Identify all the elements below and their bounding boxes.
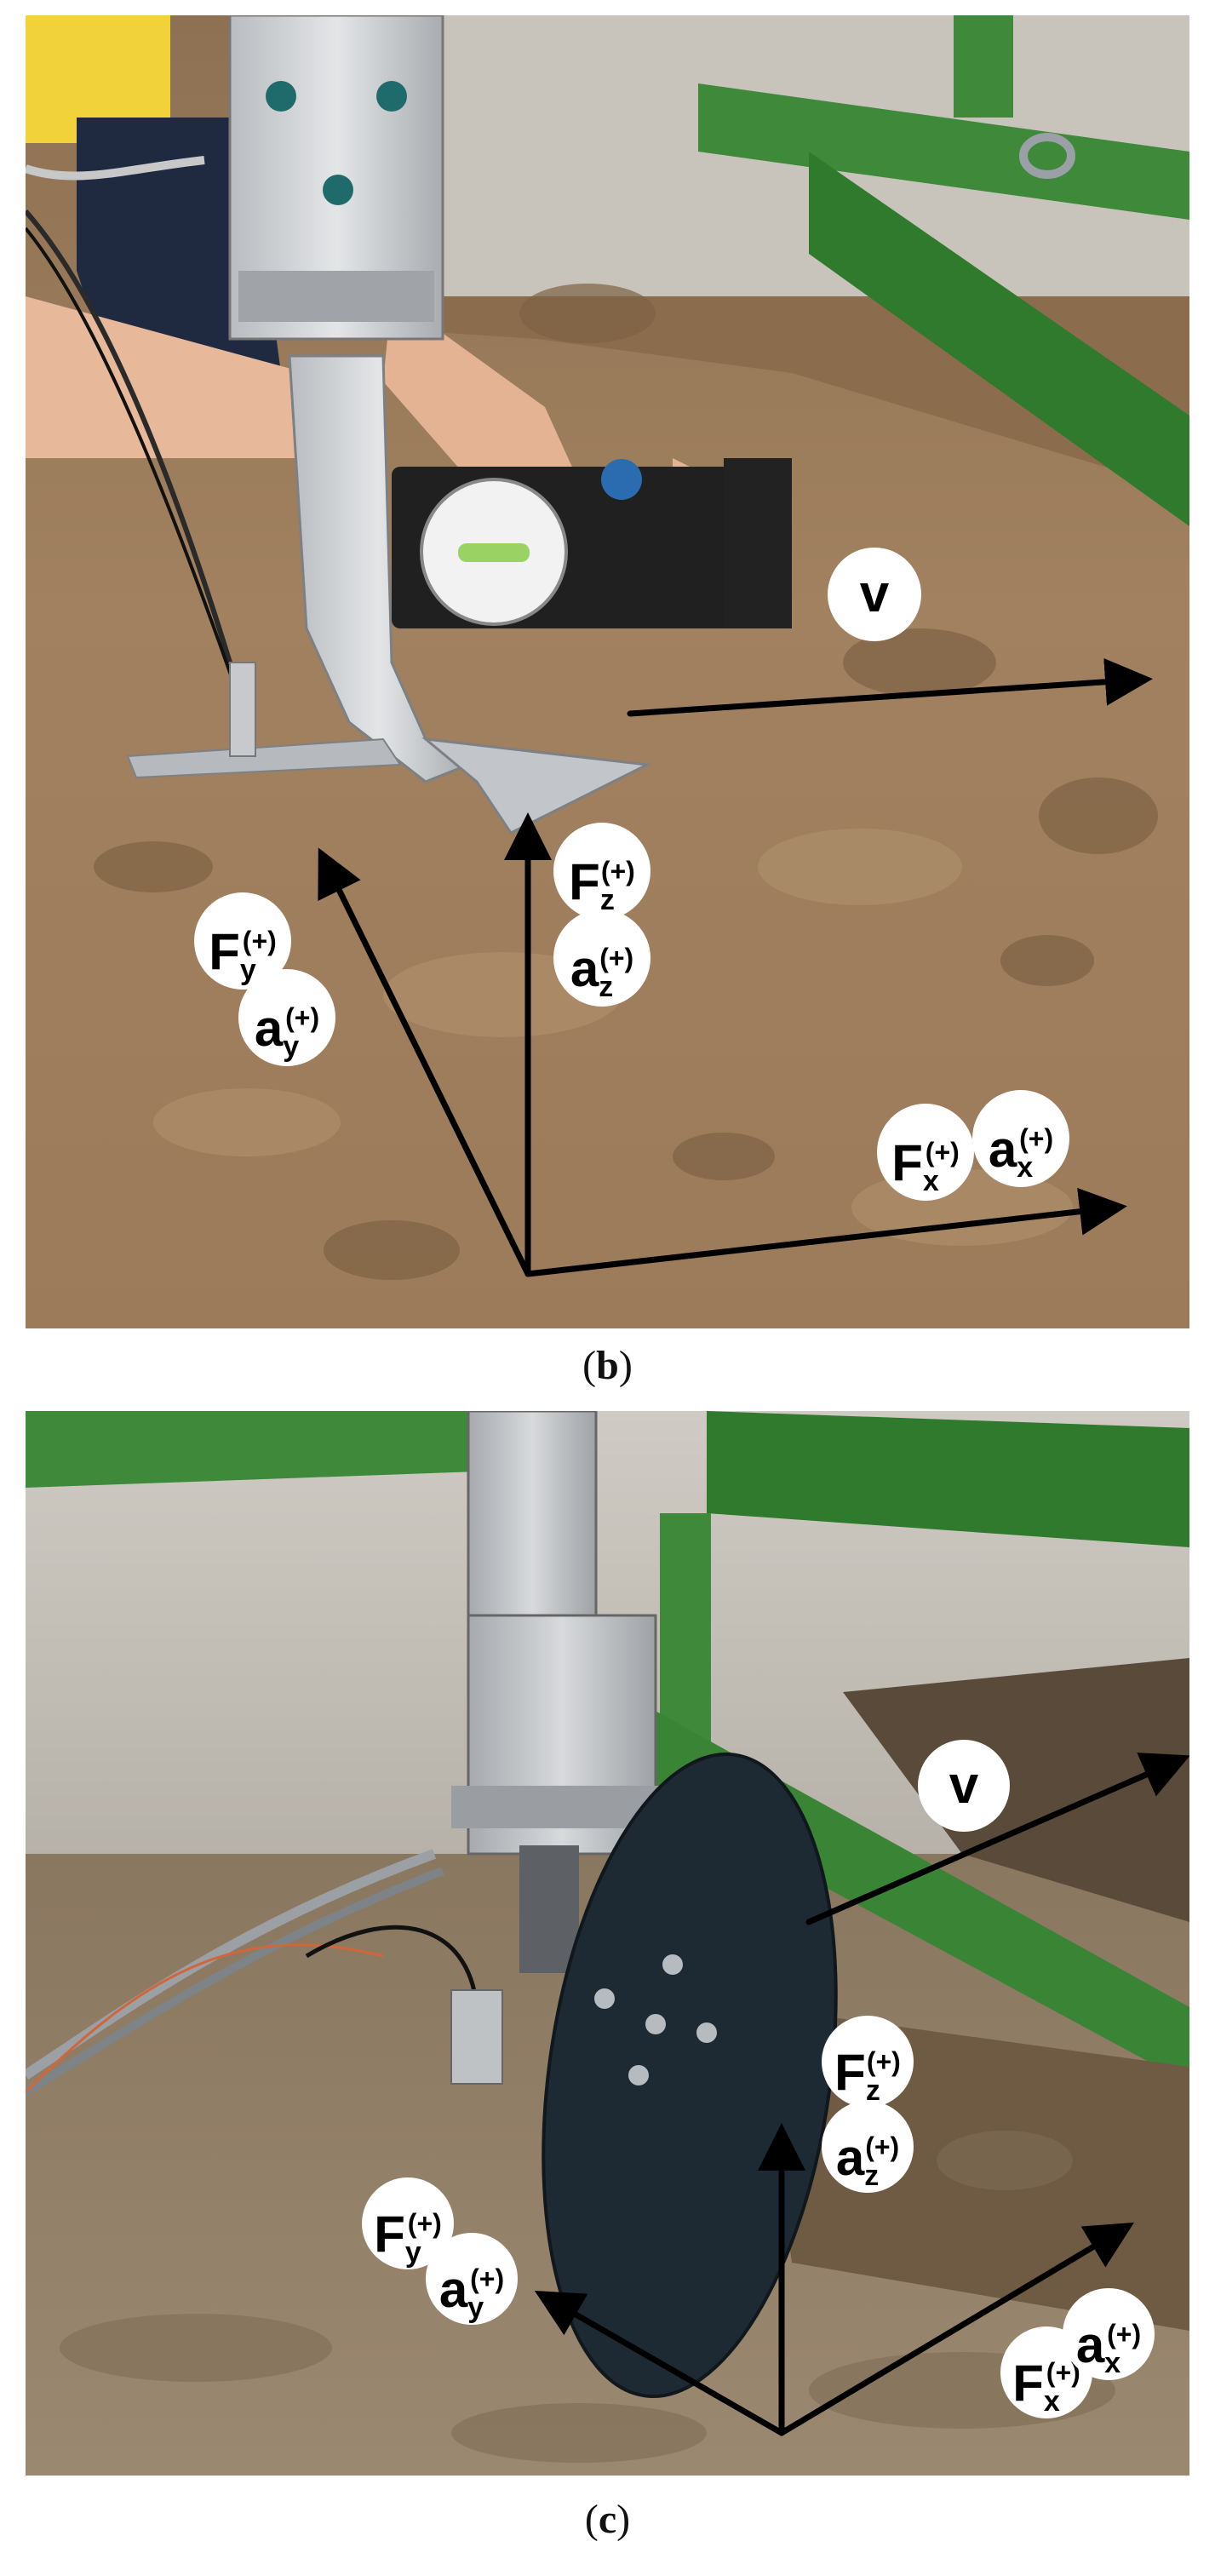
force-x-label-b: Fx(+) [877,1104,974,1201]
accel-x-label-b: ax(+) [972,1090,1069,1187]
accel-z-label-c: az(+) [822,2101,914,2193]
velocity-label-c: v [918,1740,1010,1832]
caption-c: (c) [584,2497,631,2542]
arrow-v-b [627,657,1153,717]
arrow-y-b [318,847,531,1277]
caption-b-letter: b [596,1343,619,1388]
accel-y-label-b: ay(+) [238,969,335,1066]
accel-z-label-b: az(+) [553,909,650,1007]
caption-b: (b) [582,1343,633,1388]
arrow-y-c [534,2291,785,2436]
arrow-v-c [805,1753,1189,1925]
velocity-label-b: v [828,548,921,641]
axis-arrows-c [534,1753,1189,2436]
arrow-x-c [778,2222,1135,2436]
accel-x-label-c: ax(+) [1063,2288,1155,2380]
arrow-x-b [524,1187,1127,1277]
force-z-label-c: Fz(+) [822,2016,914,2108]
accel-y-label-c: ay(+) [426,2233,518,2325]
photo-disc-in-soil [26,1411,1189,2476]
photo-panel-b: v Fz(+) az(+) Fy(+) ay(+) Fx(+) ax(+) [26,15,1189,1328]
force-z-label-b: Fz(+) [553,823,650,920]
photo-tine-in-soil [26,15,1189,1328]
caption-c-letter: c [598,2497,617,2542]
photo-panel-c: v Fz(+) az(+) Fy(+) ay(+) Fx(+) ax(+) [26,1411,1189,2476]
axis-arrows-b [318,657,1153,1277]
